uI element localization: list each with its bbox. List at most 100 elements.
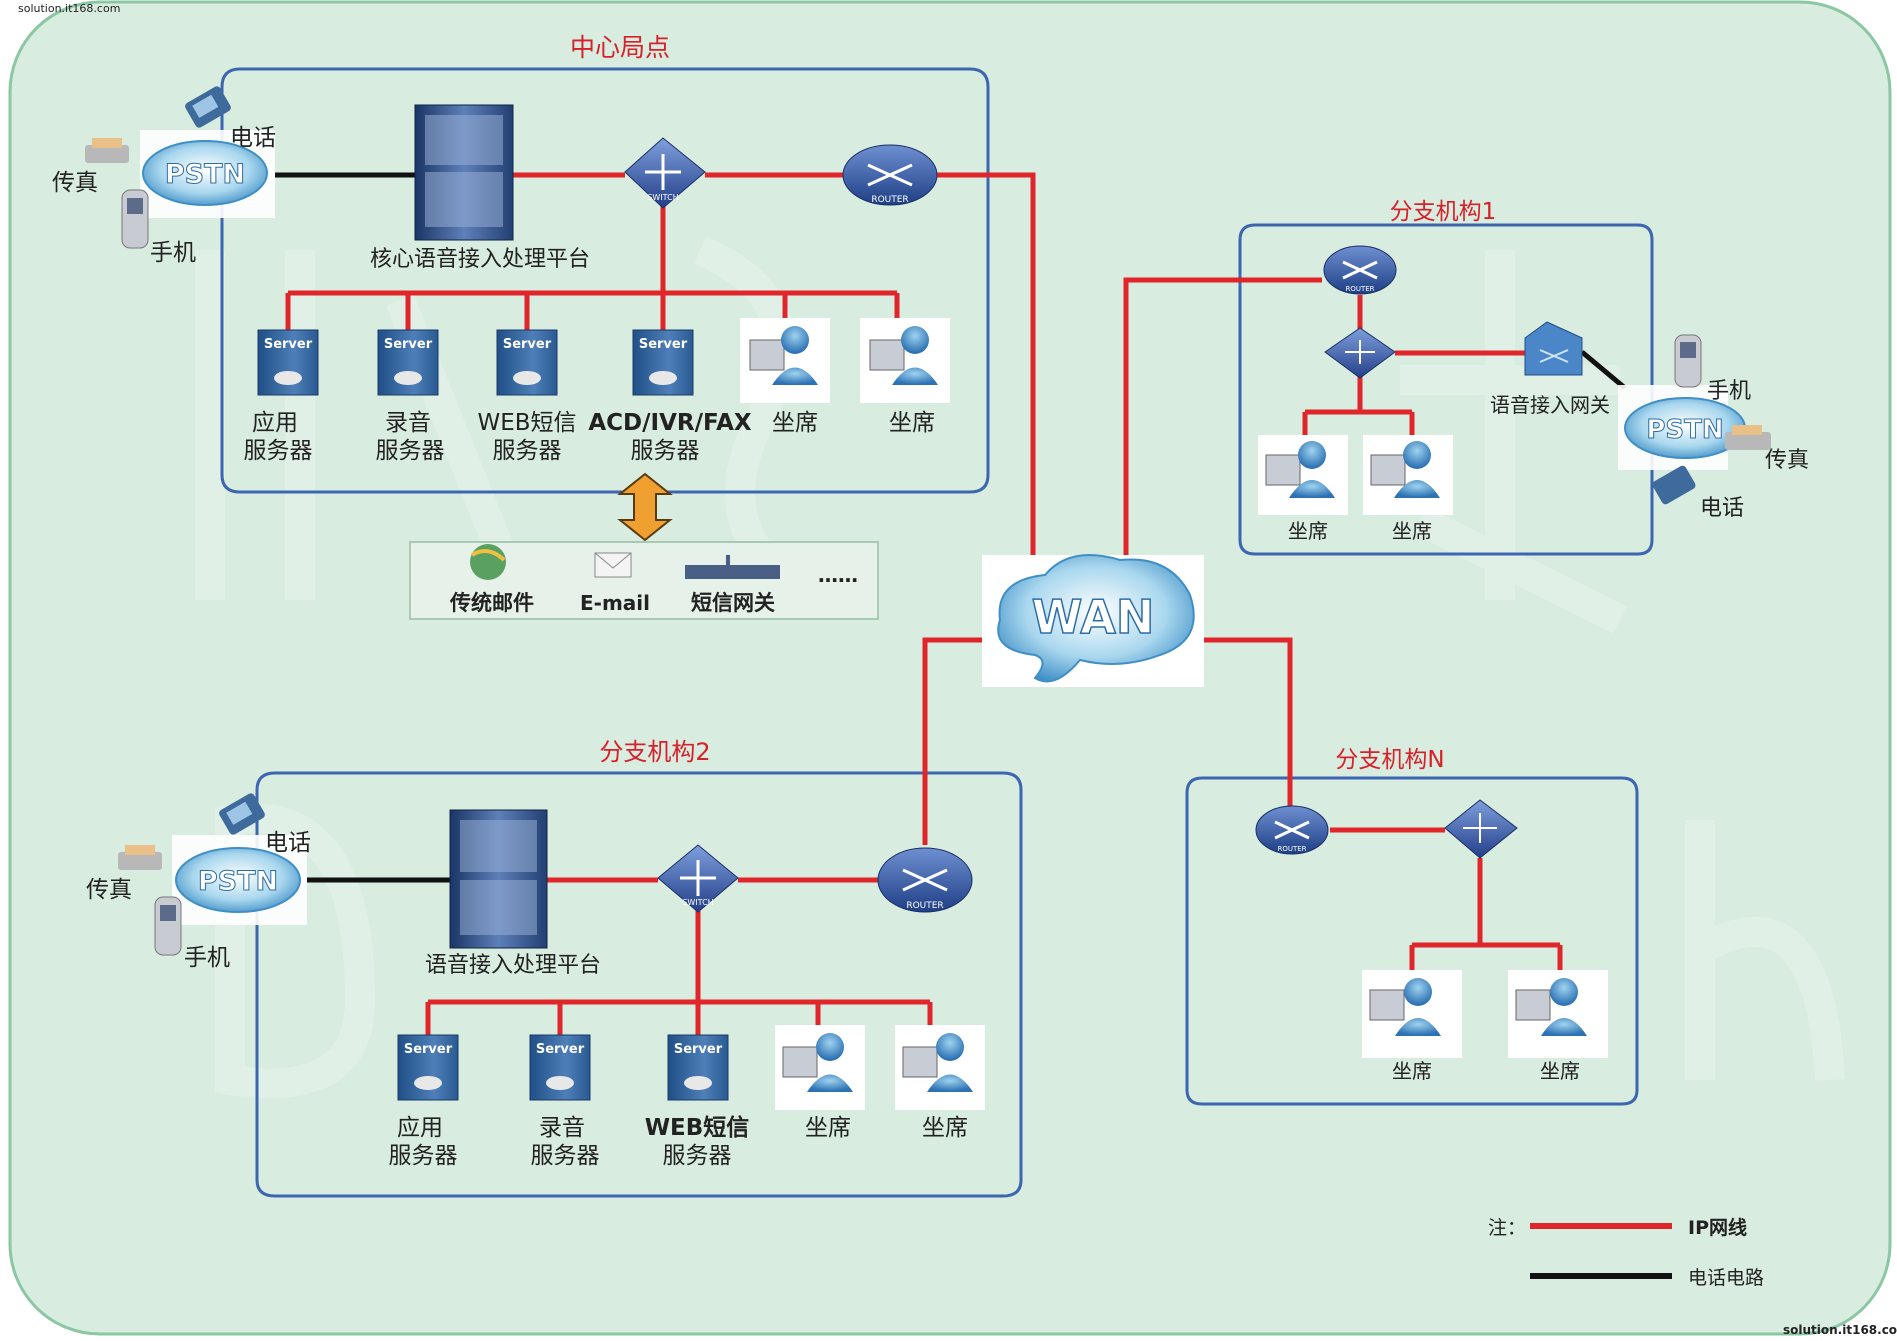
svg-text:ROUTER: ROUTER [906, 901, 943, 911]
phone-icon [185, 86, 231, 128]
svg-text:ROUTER: ROUTER [871, 195, 908, 205]
branchN-switch-icon [1444, 799, 1518, 859]
center-server-1-line2: 服务器 [244, 438, 313, 464]
center-server-1-line1: 应用 [252, 410, 298, 436]
branch1-title: 分支机构1 [1390, 199, 1497, 225]
branchN-seat-2-agent-icon [1508, 970, 1608, 1058]
wan-label: WAN [1032, 590, 1155, 644]
branch2-seat-1-label: 坐席 [805, 1115, 851, 1141]
mobile-icon [121, 189, 149, 249]
center-fax-label: 传真 [52, 170, 98, 196]
branch1-fax-icon [1725, 425, 1771, 450]
center-switch-icon: SWITCH [624, 137, 706, 209]
center-server-2-line1: 录音 [385, 410, 431, 436]
pstn-cloud-icon [142, 140, 268, 206]
svg-text:Server: Server [674, 1042, 723, 1057]
ip-lines [285, 172, 1563, 1035]
core-platform-label: 核心语音接入处理平台 [370, 247, 590, 272]
center-seat-1-label: 坐席 [772, 410, 818, 436]
center-router-icon: ROUTER [842, 144, 938, 206]
double-arrow-icon [617, 472, 673, 542]
svg-text:Server: Server [264, 337, 313, 352]
branchN-title: 分支机构N [1335, 747, 1444, 773]
branch2-seat-2-label: 坐席 [922, 1115, 968, 1141]
branch2-server-1-line1: 应用 [397, 1115, 443, 1141]
center-server-1: Server [257, 329, 319, 396]
center-server-3-line1: WEB短信 [477, 410, 576, 436]
branchN-seat-1-label: 坐席 [1392, 1059, 1432, 1083]
branch1-seat-1-label: 坐席 [1288, 519, 1328, 543]
branch1-mobile-label: 手机 [1707, 379, 1751, 404]
legend: 注： IP网线 电话电路 [1488, 1216, 1764, 1289]
center-server-4-line1: ACD/IVR/FAX [588, 410, 752, 436]
branch2-switch-icon: SWITCH [657, 844, 739, 913]
external-item-sms: 短信网关 [691, 591, 775, 615]
external-item-mail: 传统邮件 [449, 591, 534, 615]
branch2-server-2: Server [529, 1034, 591, 1101]
branch2-mobile-label: 手机 [184, 945, 230, 971]
branch1-fax-label: 传真 [1765, 448, 1809, 473]
fax-icon [85, 138, 129, 163]
branch1-pstn-cluster: PSTN 手机 传真 电话 [1618, 334, 1809, 521]
external-more: …… [818, 563, 858, 587]
svg-text:Server: Server [503, 337, 552, 352]
branch2-platform-cabinet-icon [449, 809, 548, 949]
watermark-bottom: solution.it168.com [1783, 1323, 1897, 1337]
branch1-seat-1-agent-icon [1258, 435, 1348, 515]
center-region-box [220, 67, 990, 494]
center-seat-2-agent-icon [860, 318, 950, 403]
branch2-pstn-label: PSTN [198, 866, 278, 897]
branch2-server-2-line2: 服务器 [531, 1143, 600, 1169]
branch2-phone-label: 电话 [265, 830, 311, 856]
svg-text:Server: Server [384, 337, 433, 352]
branch2-server-2-line1: 录音 [539, 1115, 585, 1141]
center-title: 中心局点 [570, 33, 670, 62]
branch1-pstn-label: PSTN [1646, 415, 1723, 445]
center-pstn-cluster: PSTN 电话 传真 手机 [52, 86, 276, 266]
branch2-phone-icon [219, 793, 265, 835]
branch1-seat-2-label: 坐席 [1392, 519, 1432, 543]
branch2-title: 分支机构2 [599, 738, 710, 766]
core-platform-cabinet-icon [414, 104, 514, 241]
center-server-2: Server [377, 329, 439, 396]
svg-text:Server: Server [639, 337, 688, 352]
branch1-mobile-icon [1674, 334, 1702, 388]
branchN-router-icon: ROUTER [1255, 805, 1329, 855]
sms-gateway-icon [685, 555, 780, 579]
branch2-server-3-line1: WEB短信 [645, 1114, 750, 1141]
email-envelope-icon [594, 552, 632, 578]
center-server-2-line2: 服务器 [376, 438, 445, 464]
branch2-server-1: Server [397, 1034, 459, 1101]
branch2-seat-1-agent-icon [775, 1025, 865, 1110]
center-server-3-line2: 服务器 [493, 438, 562, 464]
branch2-mobile-icon [154, 896, 182, 956]
branch1-router-icon: ROUTER [1323, 245, 1397, 295]
branch2-router-icon: ROUTER [877, 847, 973, 913]
voice-gateway-icon [1524, 321, 1583, 376]
legend-phone-label: 电话电路 [1688, 1267, 1764, 1289]
center-server-3: Server [496, 329, 558, 396]
svg-text:SWITCH: SWITCH [647, 193, 678, 202]
branch2-region-box [255, 771, 1023, 1198]
mail-globe-icon [470, 544, 506, 580]
wan-cloud-icon [997, 554, 1195, 683]
branch2-platform-label: 语音接入处理平台 [425, 953, 601, 978]
branch2-fax-icon [118, 845, 162, 870]
legend-ip-label: IP网线 [1688, 1216, 1747, 1239]
svg-text:Server: Server [536, 1042, 585, 1057]
center-seat-1-agent-icon [740, 318, 830, 403]
branchN-seat-2-label: 坐席 [1540, 1059, 1580, 1083]
branch1-phone-icon [1652, 465, 1696, 505]
svg-text:Server: Server [404, 1042, 453, 1057]
center-seat-2-label: 坐席 [889, 410, 935, 436]
branchN-region-box [1185, 776, 1639, 1106]
branch2-seat-2-agent-icon [895, 1025, 985, 1110]
branch1-region-box [1238, 223, 1654, 556]
svg-text:ROUTER: ROUTER [1345, 285, 1374, 293]
center-server-4-line2: 服务器 [631, 438, 700, 464]
center-mobile-label: 手机 [150, 240, 196, 266]
branch1-phone-label: 电话 [1700, 496, 1744, 521]
svg-text:SWITCH: SWITCH [682, 898, 713, 907]
branch1-seat-2-agent-icon [1363, 435, 1453, 515]
